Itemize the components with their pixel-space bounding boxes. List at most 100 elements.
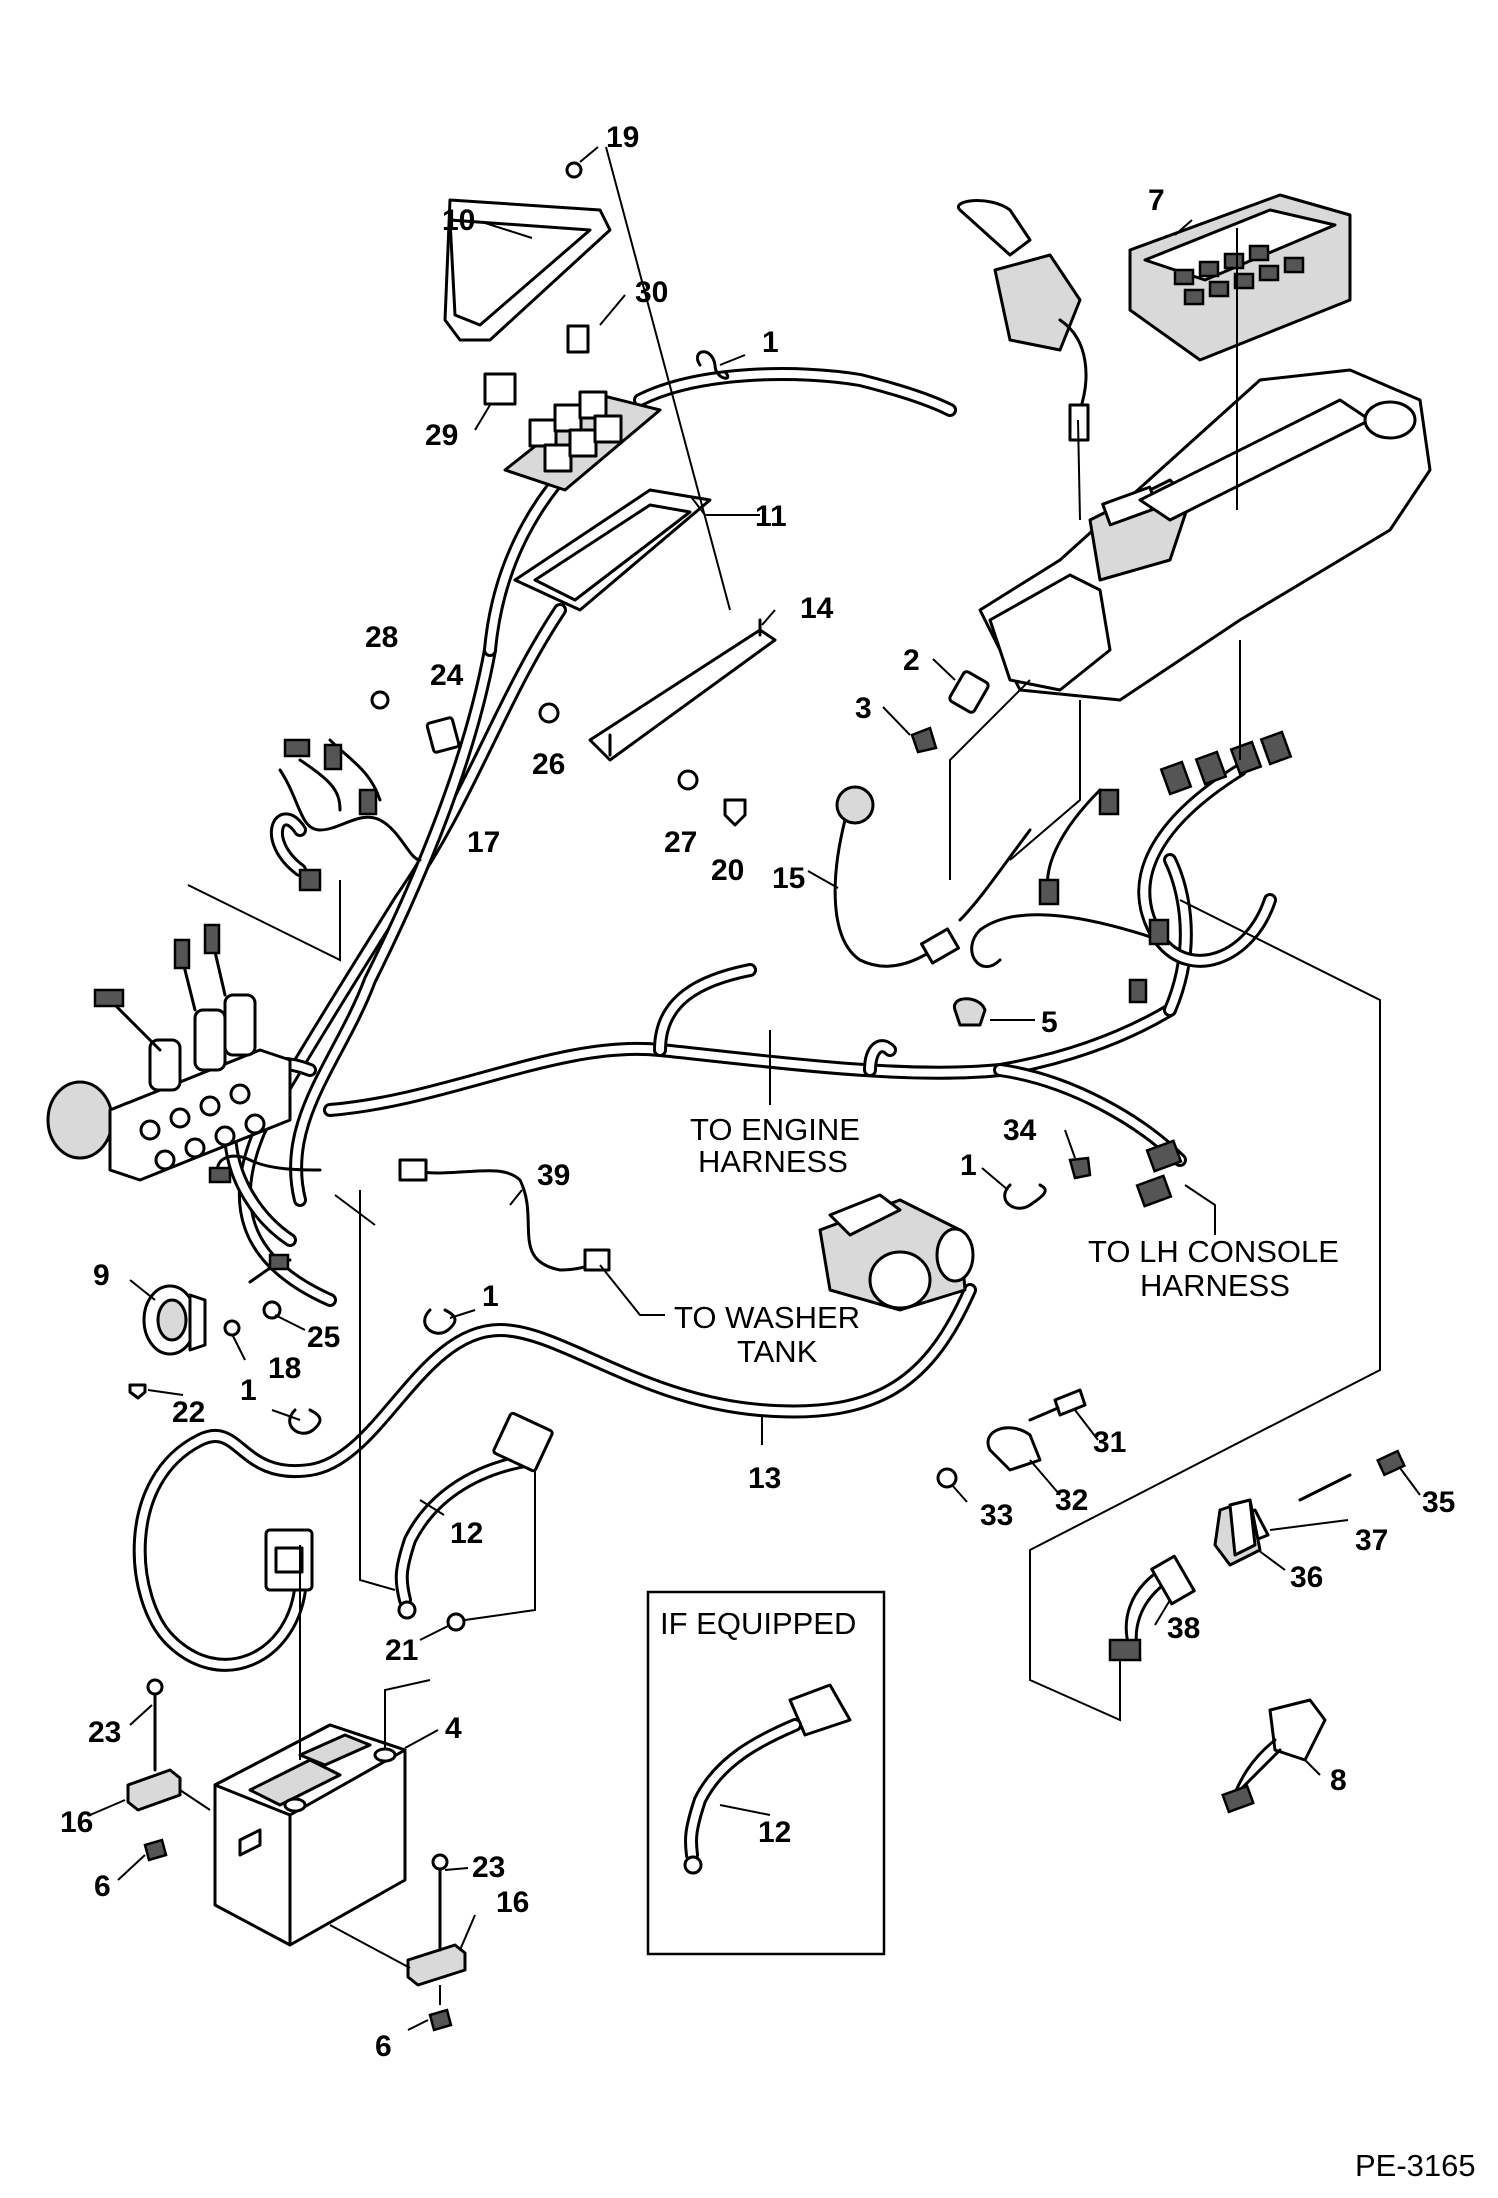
part-number-19: 19 xyxy=(606,121,639,154)
leader-lines xyxy=(89,146,1421,2031)
part-number-6-right: 6 xyxy=(375,2030,392,2063)
battery-cable-12 xyxy=(394,1411,554,1620)
part-number-31: 31 xyxy=(1093,1426,1126,1459)
console-wiring xyxy=(958,730,1293,1004)
key-switch-15 xyxy=(833,785,960,968)
part-number-35: 35 xyxy=(1422,1486,1455,1519)
cup-holder xyxy=(1363,400,1417,440)
to-washer-tank-line2: TANK xyxy=(737,1334,818,1369)
part-number-33: 33 xyxy=(980,1499,1013,1532)
bolt-22 xyxy=(128,1383,147,1400)
part-number-20: 20 xyxy=(711,854,744,887)
part-number-16-left: 16 xyxy=(60,1806,93,1839)
to-engine-harness-line1: TO ENGINE xyxy=(690,1112,860,1147)
wire-tie-1-right xyxy=(1003,1183,1047,1210)
joystick xyxy=(956,199,1090,442)
solenoid-connector xyxy=(93,988,125,1008)
part-number-9: 9 xyxy=(93,1259,110,1292)
part-numbers: 19 10 30 29 7 1 11 14 28 24 2 3 26 17 27… xyxy=(60,121,1455,2063)
battery-terminal-neg xyxy=(283,1797,307,1813)
screw-28 xyxy=(370,690,390,710)
harness-8 xyxy=(1268,1698,1327,1762)
cable-12-connector xyxy=(492,1411,554,1473)
joystick-grip xyxy=(956,199,1032,257)
lh-console-connectors xyxy=(1135,1139,1183,1208)
harness-branch-left xyxy=(278,738,422,892)
hold-down-16-left xyxy=(126,1768,182,1812)
bolt-20 xyxy=(723,798,747,827)
clamp-32 xyxy=(986,1426,1042,1472)
part-number-17: 17 xyxy=(467,826,500,859)
wire-tie-1-low xyxy=(288,1408,322,1435)
fuse-relay-assembly xyxy=(370,161,777,827)
fuse-30 xyxy=(566,324,590,354)
part-number-4: 4 xyxy=(445,1712,462,1745)
part-number-39: 39 xyxy=(537,1159,570,1192)
console-connectors xyxy=(1038,730,1293,1004)
accumulator xyxy=(46,1080,114,1160)
part-number-32: 32 xyxy=(1055,1484,1088,1517)
battery-cover xyxy=(298,1733,372,1767)
instrument-panel-7 xyxy=(1128,193,1352,362)
to-washer-tank-line1: TO WASHER xyxy=(674,1300,860,1335)
part-number-2: 2 xyxy=(903,644,920,677)
switch-2 xyxy=(948,670,990,714)
part-number-7: 7 xyxy=(1148,184,1165,217)
part-number-26: 26 xyxy=(532,748,565,781)
washer-wire-39 xyxy=(208,1154,611,1272)
solenoid-valve-block xyxy=(46,923,292,1182)
if-equipped-box: IF EQUIPPED xyxy=(646,1590,886,1956)
part-number-5: 5 xyxy=(1041,1006,1058,1039)
part-number-28: 28 xyxy=(365,621,398,654)
part-number-29: 29 xyxy=(425,419,458,452)
relay-29 xyxy=(483,372,517,406)
harness-38-connector xyxy=(1150,1554,1196,1606)
wire-tie-1-top xyxy=(696,350,730,380)
right-side-parts xyxy=(936,1388,1407,1814)
battery-terminal-pos xyxy=(373,1747,397,1763)
valve-ports xyxy=(139,1083,266,1171)
main-wire-harness xyxy=(223,367,1193,1307)
starter-motor xyxy=(818,1193,975,1312)
part-number-22: 22 xyxy=(172,1396,205,1429)
to-lh-console-harness-line1: TO LH CONSOLE xyxy=(1088,1234,1339,1269)
part-number-12: 12 xyxy=(450,1517,483,1550)
part-5 xyxy=(953,997,987,1027)
document-id: PE-3165 xyxy=(1355,2148,1476,2183)
battery-4 xyxy=(213,1723,407,1947)
nut-26 xyxy=(538,702,560,724)
part-number-10: 10 xyxy=(442,204,475,237)
part-number-11: 11 xyxy=(755,500,787,533)
nut-6-right xyxy=(428,2008,453,2032)
part-number-24: 24 xyxy=(430,659,464,692)
horn-9 xyxy=(128,1253,292,1400)
to-lh-console-harness-line2: HARNESS xyxy=(1140,1268,1290,1303)
screw-19 xyxy=(565,161,583,179)
wire-tie-1-mid xyxy=(423,1308,457,1335)
sensor-35 xyxy=(1375,1449,1407,1477)
washer-connector-b xyxy=(583,1248,611,1272)
part-number-30: 30 xyxy=(635,276,668,309)
harness-13-connector-face xyxy=(274,1546,304,1574)
part-number-1-mid: 1 xyxy=(482,1280,499,1313)
part-number-1-top: 1 xyxy=(762,326,779,359)
mount-bracket-14 xyxy=(588,628,777,762)
part-number-27: 27 xyxy=(664,826,697,859)
switch-3 xyxy=(910,726,938,754)
part-number-1-low: 1 xyxy=(240,1374,257,1407)
part-number-8: 8 xyxy=(1330,1764,1347,1797)
part-number-21: 21 xyxy=(385,1634,418,1667)
part-number-13: 13 xyxy=(748,1462,781,1495)
lockwasher-18 xyxy=(223,1319,241,1337)
cable-12-terminal xyxy=(397,1600,417,1620)
screw-21 xyxy=(446,1612,466,1632)
if-equipped-title: IF EQUIPPED xyxy=(660,1606,856,1641)
callout-labels: TO ENGINE HARNESS TO WASHER TANK TO LH C… xyxy=(674,1112,1476,2183)
clip-24 xyxy=(425,716,461,754)
part-number-38: 38 xyxy=(1167,1612,1200,1645)
part-number-23-left: 23 xyxy=(88,1716,121,1749)
joystick-boot xyxy=(993,253,1082,352)
part-number-34: 34 xyxy=(1003,1114,1037,1147)
part-number-6-left: 6 xyxy=(94,1870,111,1903)
